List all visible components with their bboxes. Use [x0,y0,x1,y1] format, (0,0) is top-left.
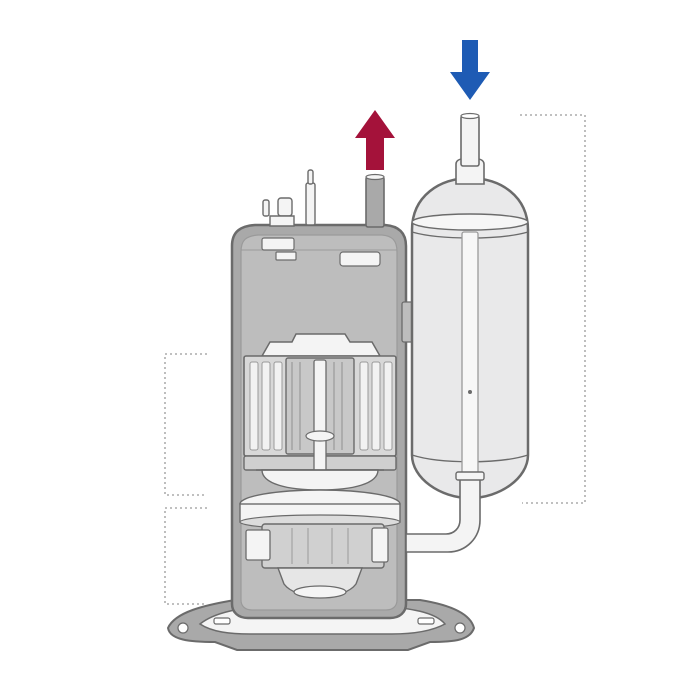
service-tube [305,169,316,226]
motor-bracket-left [164,353,207,496]
stator-slot [371,361,381,451]
crankshaft [305,359,335,481]
accumulator-inner-pipe [460,112,480,477]
stator-slot [359,361,369,451]
terminal-block [262,197,295,227]
mechanism-bracket-left [164,507,207,605]
dotted-brackets [164,114,586,605]
suction-connecting-pipe [405,471,485,553]
accumulator-bracket-right [520,114,586,504]
stator-slot [273,361,283,451]
stator-slot [261,361,271,451]
stator-slot [383,361,393,451]
discharge-pipe [365,173,385,228]
arrow-down-icon [450,40,490,100]
stator-slot [249,361,259,451]
compression-mechanism [239,489,401,599]
arrow-up-icon [355,110,395,170]
